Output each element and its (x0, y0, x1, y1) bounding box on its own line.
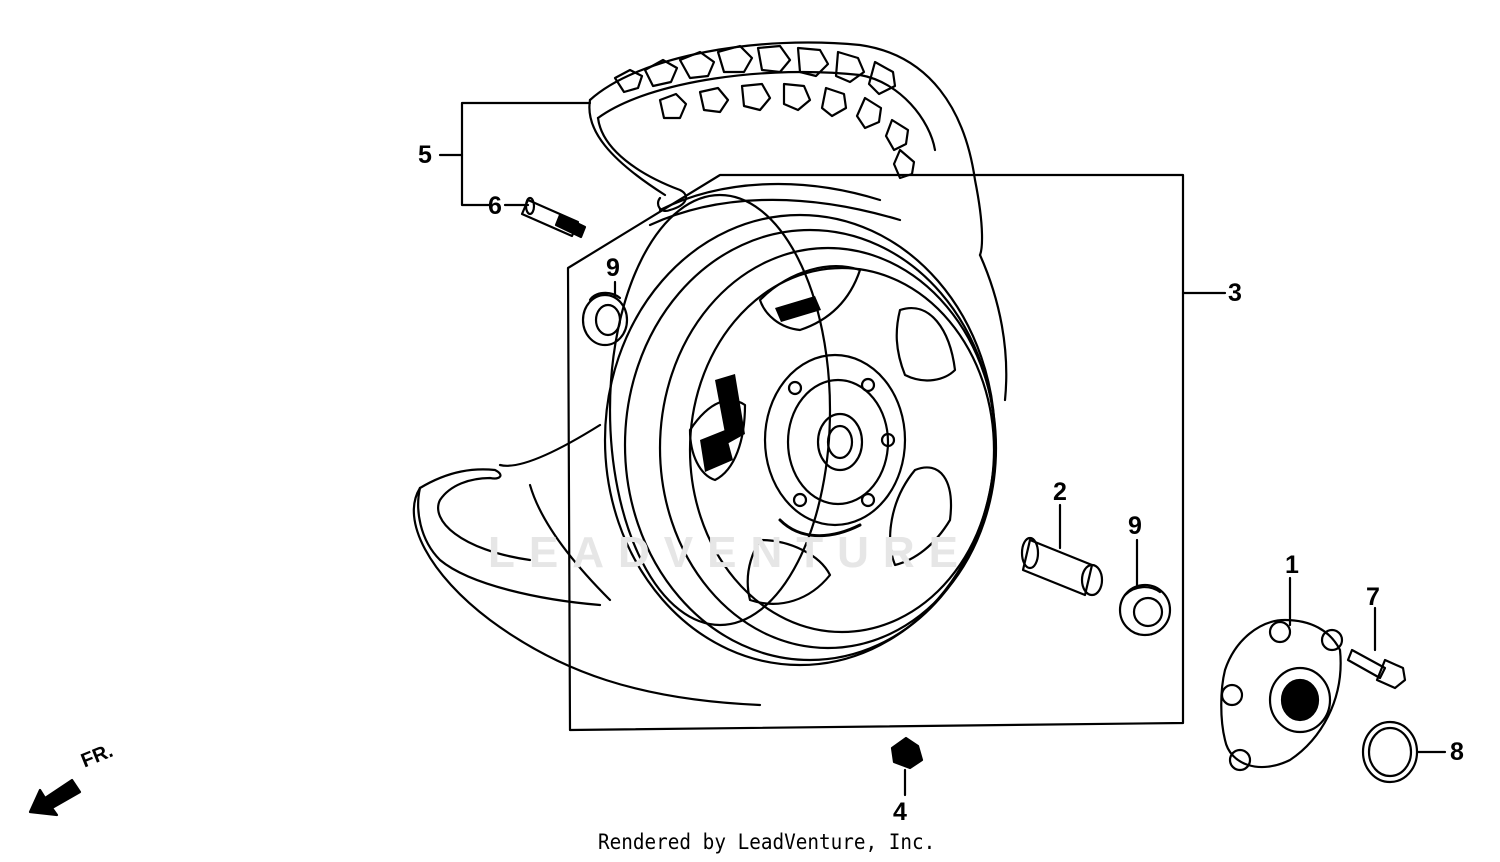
callout-3[interactable]: 3 (1228, 279, 1242, 307)
callout-6[interactable]: 6 (488, 192, 502, 220)
callout-9-left[interactable]: 9 (606, 254, 620, 282)
callout-5[interactable]: 5 (418, 141, 432, 169)
callout-7[interactable]: 7 (1366, 583, 1380, 611)
wheel-assembly-bracket (566, 173, 1227, 732)
flange-part (1220, 576, 1344, 772)
callout-2[interactable]: 2 (1053, 478, 1067, 506)
callout-4[interactable]: 4 (893, 798, 907, 826)
render-credit: Rendered by LeadVenture, Inc. (598, 830, 936, 854)
bearing-right-part (1118, 538, 1172, 637)
callout-9-right[interactable]: 9 (1128, 512, 1142, 540)
collar-part (1020, 503, 1104, 597)
weight-part (890, 736, 924, 797)
watermark: LEADVENTURE (488, 528, 973, 577)
bolt-part (1346, 606, 1407, 690)
front-direction-arrow (28, 778, 82, 817)
callout-8[interactable]: 8 (1450, 738, 1464, 766)
o-ring-part (1361, 720, 1447, 784)
callout-1[interactable]: 1 (1285, 551, 1299, 579)
tire-tube-bracket (438, 101, 592, 207)
valve-stem-part (503, 196, 587, 239)
hub (763, 353, 907, 538)
rim (603, 182, 998, 667)
tire (412, 41, 1008, 707)
bearing-left-part (581, 280, 629, 347)
